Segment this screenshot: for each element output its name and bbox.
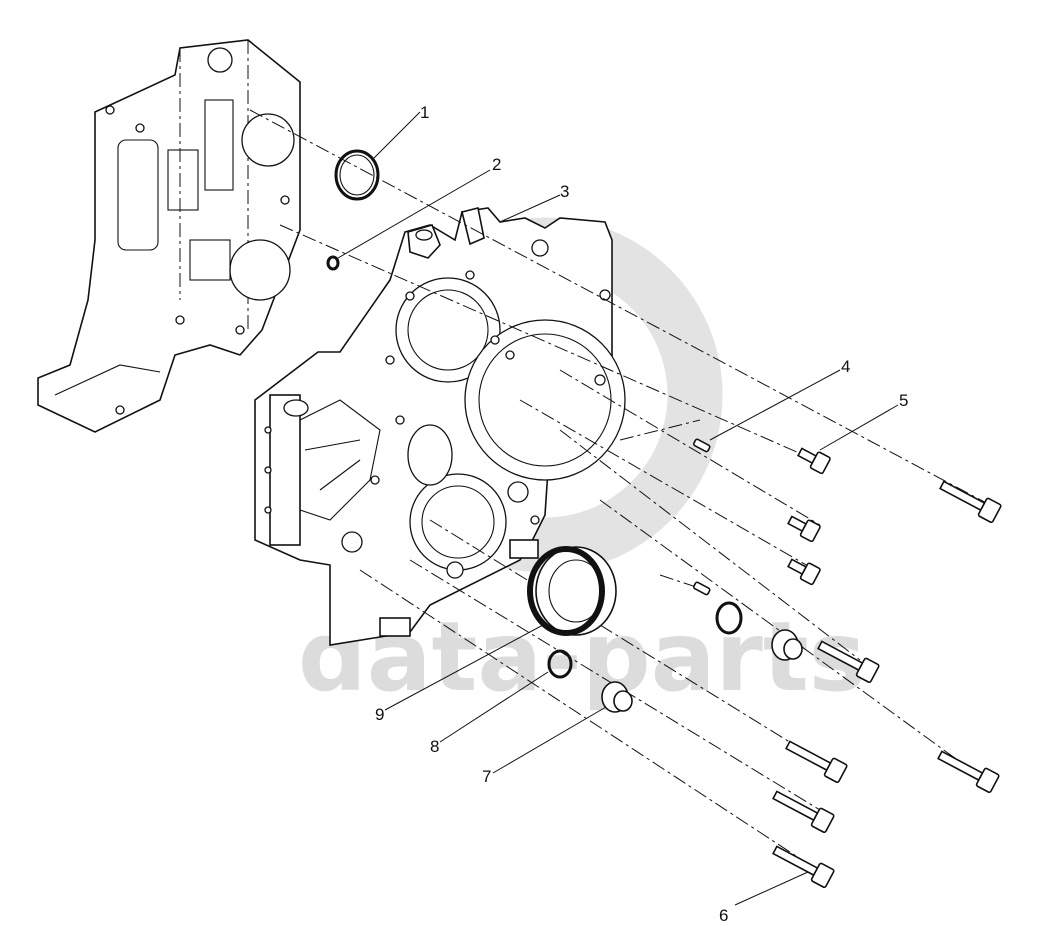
callout-leaders xyxy=(337,111,899,906)
callout-4: 4 xyxy=(841,357,850,376)
assembly-lines xyxy=(249,109,991,876)
o-ring-large xyxy=(334,149,380,201)
dowel-pin xyxy=(692,438,711,596)
callout-5: 5 xyxy=(899,391,908,410)
o-ring-small xyxy=(326,255,340,271)
timing-cover xyxy=(254,207,626,646)
crankshaft-seal xyxy=(527,546,617,636)
callout-labels: 1 2 3 4 5 6 7 8 9 xyxy=(375,103,908,925)
callout-2: 2 xyxy=(492,155,501,174)
callout-6: 6 xyxy=(719,906,728,925)
bolt-long xyxy=(772,480,1002,889)
callout-7: 7 xyxy=(482,767,491,786)
callout-3: 3 xyxy=(560,182,569,201)
plug xyxy=(601,629,803,713)
engine-block xyxy=(37,39,301,433)
callout-8: 8 xyxy=(430,737,439,756)
bolt-short xyxy=(787,447,831,586)
sealing-ring xyxy=(547,601,743,679)
callout-9: 9 xyxy=(375,705,384,724)
callout-1: 1 xyxy=(420,103,429,122)
